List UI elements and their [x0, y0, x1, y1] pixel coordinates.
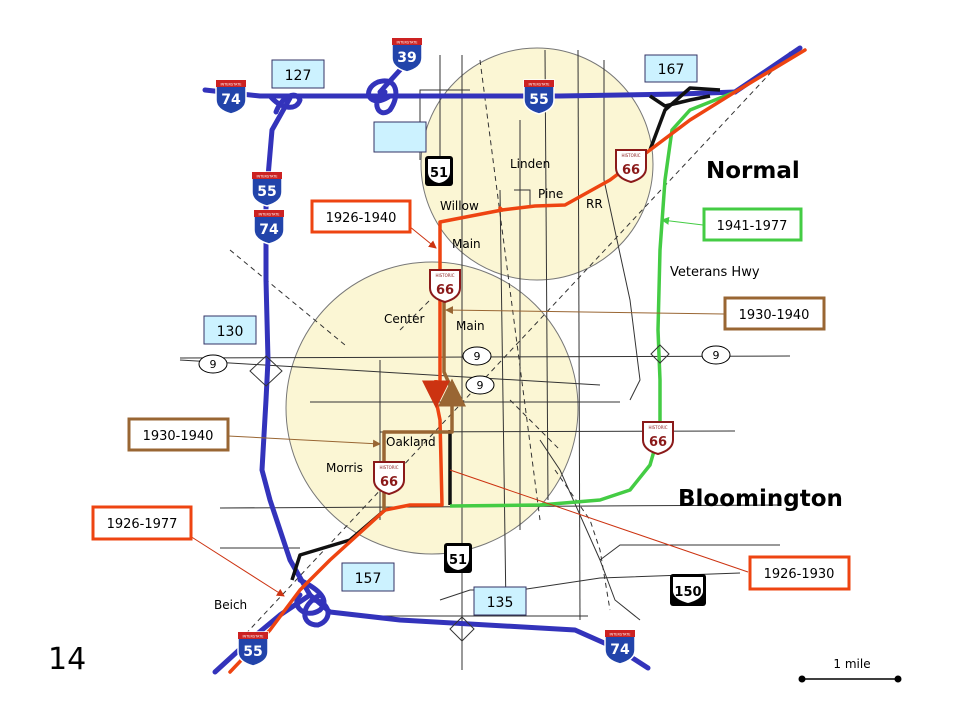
page-number: 14 — [48, 642, 87, 677]
street-label-morris: Morris — [326, 461, 363, 475]
svg-text:INTERSTATE: INTERSTATE — [610, 633, 631, 637]
svg-text:55: 55 — [257, 184, 276, 200]
svg-text:INTERSTATE: INTERSTATE — [259, 213, 280, 217]
date-label-1926-1930: 1926-1930 — [764, 567, 835, 582]
interstate-39-shield: INTERSTATE 39 — [391, 37, 423, 73]
svg-text:HISTORIC: HISTORIC — [379, 465, 398, 470]
svg-text:51: 51 — [430, 166, 448, 181]
svg-text:66: 66 — [380, 475, 398, 490]
street-label-main-north: Main — [452, 237, 481, 251]
date-label-1930-1940-west: 1930-1940 — [143, 429, 214, 444]
route-66-shield-veterans: HISTORIC 66 — [642, 421, 674, 456]
svg-text:INTERSTATE: INTERSTATE — [243, 635, 264, 639]
date-label-1926-1940: 1926-1940 — [326, 211, 397, 226]
exit-157: 157 — [355, 571, 382, 587]
interstate-55-shield-north: INTERSTATE 55 — [523, 79, 555, 115]
scale-bar: 1 mile — [798, 657, 902, 683]
svg-text:55: 55 — [243, 644, 262, 660]
route-66-shield-normal: HISTORIC 66 — [615, 149, 647, 184]
street-label-beich: Beich — [214, 598, 247, 612]
exit-130: 130 — [217, 324, 244, 340]
svg-text:74: 74 — [221, 92, 241, 108]
street-labels: Linden Pine RR Willow Main Center Main O… — [214, 157, 760, 612]
street-label-center: Center — [384, 312, 424, 326]
svg-text:INTERSTATE: INTERSTATE — [221, 83, 242, 87]
interstate-74-shield-northwest: INTERSTATE 74 — [215, 79, 247, 115]
interstate-74-shield-west: INTERSTATE 74 — [253, 209, 285, 245]
date-label-1926-1977: 1926-1977 — [107, 517, 178, 532]
route-66-shield-morris: HISTORIC 66 — [373, 461, 405, 496]
exit-127: 127 — [285, 68, 312, 84]
interstate-55-shield-south: INTERSTATE 55 — [237, 631, 269, 667]
svg-text:HISTORIC: HISTORIC — [621, 153, 640, 158]
svg-text:39: 39 — [397, 50, 416, 66]
route-9-label-west: 9 — [210, 358, 217, 371]
svg-text:66: 66 — [622, 163, 640, 178]
bloomington-city-circle — [285, 261, 579, 555]
svg-text:INTERSTATE: INTERSTATE — [397, 41, 418, 45]
svg-text:51: 51 — [449, 553, 467, 568]
scale-bar-label: 1 mile — [833, 657, 870, 671]
svg-text:66: 66 — [436, 283, 454, 298]
street-label-linden: Linden — [510, 157, 550, 171]
date-label-1941-1977: 1941-1977 — [717, 219, 788, 234]
svg-text:INTERSTATE: INTERSTATE — [529, 83, 550, 87]
normal-city-circle — [420, 47, 654, 281]
state-route-9-shields: 9 9 9 9 — [198, 345, 731, 395]
route-9-label-center-north: 9 — [474, 350, 481, 363]
svg-text:74: 74 — [610, 642, 630, 658]
street-label-rr: RR — [586, 197, 603, 211]
route-9-label-east: 9 — [713, 349, 720, 362]
city-label-normal: Normal — [706, 158, 800, 184]
route-date-boxes: 1926-1940 1941-1977 1930-1940 1930-1940 … — [91, 199, 851, 591]
diamond-interchanges — [249, 344, 670, 642]
exit-boxes: 127 167 130 157 135 — [203, 54, 698, 616]
us-51-shield-north: 51 — [425, 156, 453, 186]
interstate-55-shield-west: INTERSTATE 55 — [251, 171, 283, 207]
exit-167: 167 — [658, 62, 685, 78]
route-66-shield-center: HISTORIC 66 — [429, 269, 461, 304]
street-label-veterans: Veterans Hwy — [670, 265, 760, 280]
svg-text:66: 66 — [649, 435, 667, 450]
us-51-shield-south: 51 — [444, 543, 472, 573]
us-150-shield: 150 — [670, 574, 706, 606]
route-66-1926-routes — [228, 48, 807, 674]
svg-text:HISTORIC: HISTORIC — [435, 273, 454, 278]
us-route-shields: 51 51 150 — [425, 156, 706, 606]
date-label-1930-1940-east: 1930-1940 — [739, 308, 810, 323]
street-label-oakland: Oakland — [386, 435, 436, 449]
svg-text:HISTORIC: HISTORIC — [648, 425, 667, 430]
street-label-pine: Pine — [538, 187, 563, 201]
route-66-shields: HISTORIC 66 HISTORIC 66 HISTORIC 66 HIST… — [373, 149, 674, 496]
route-66-1930-1940 — [382, 300, 454, 510]
route-9-label-center-south: 9 — [477, 379, 484, 392]
svg-text:INTERSTATE: INTERSTATE — [257, 175, 278, 179]
interstate-shields: INTERSTATE 74 INTERSTATE 39 INTERSTATE 5… — [215, 37, 636, 667]
exit-135: 135 — [487, 595, 514, 611]
svg-text:55: 55 — [529, 92, 548, 108]
route-66-1941-1977 — [449, 90, 736, 508]
interstate-74-shield-south: INTERSTATE 74 — [604, 629, 636, 665]
svg-text:74: 74 — [259, 222, 279, 238]
city-label-bloomington: Bloomington — [678, 486, 843, 512]
railroads — [229, 51, 791, 641]
street-label-willow: Willow — [440, 199, 479, 213]
street-label-main-south: Main — [456, 319, 485, 333]
svg-text:150: 150 — [674, 585, 701, 600]
